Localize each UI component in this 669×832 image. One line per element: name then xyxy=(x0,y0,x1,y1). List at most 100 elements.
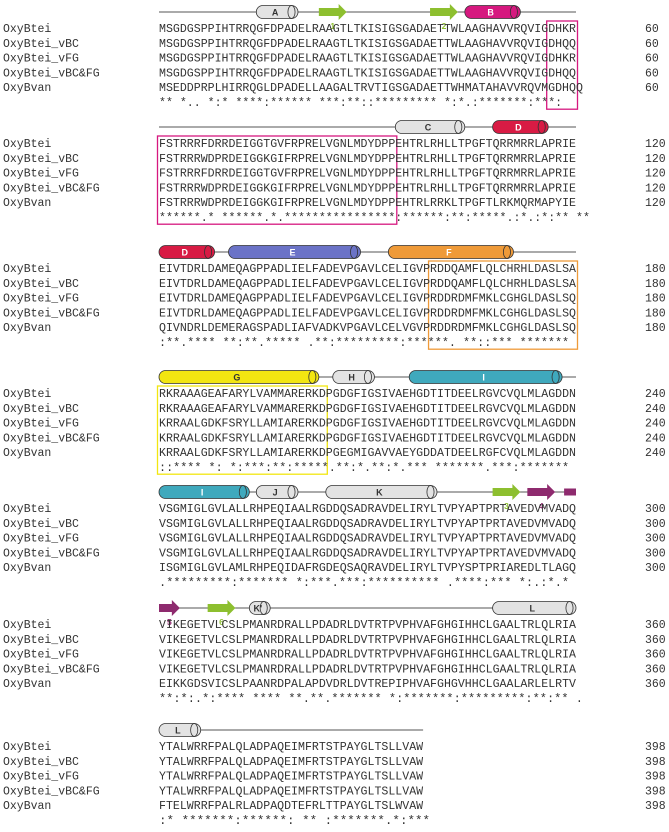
residue-position: 360 xyxy=(645,649,666,662)
residue-position: 398 xyxy=(645,741,666,754)
helix-A-cylinder xyxy=(255,5,299,19)
region-box-1 xyxy=(156,135,398,225)
sequence-name: OxyBtei xyxy=(3,138,51,151)
sequence-residues: YTALWRRFPALQLADPAQEIMFRTSTPAYGLTSLLVAW xyxy=(159,771,423,784)
sequence-name: OxyBtei xyxy=(3,619,51,632)
helix-label: H xyxy=(348,372,355,382)
helix-E-cap xyxy=(350,245,359,259)
sequence-name: OxyBtei_vFG xyxy=(3,649,79,662)
sequence-name: OxyBtei_vBC&FG xyxy=(3,663,100,676)
strand-5-arrow xyxy=(159,600,180,616)
sequence-name: OxyBtei_vBC xyxy=(3,153,79,166)
strand-1-arrow xyxy=(318,4,347,20)
sequence-residues: YTALWRRFPALQLADPAQEIMFRTSTPAYGLTSLLVAW xyxy=(159,741,423,754)
helix-label: I xyxy=(201,487,204,497)
helix-label: C xyxy=(425,122,432,132)
helix-label: J xyxy=(273,487,278,497)
helix-F-cylinder xyxy=(387,245,514,259)
sequence-residues: YTALWRRFPALQLADPAQEIMFRTSTPAYGLTSLLVAW xyxy=(159,756,423,769)
sequence-name: OxyBvan xyxy=(3,82,51,95)
strand-number: 3 xyxy=(504,501,509,511)
helix-E-cylinder xyxy=(228,245,361,259)
residue-position: 240 xyxy=(645,388,666,401)
helix-D-cap xyxy=(204,245,213,259)
strand-number: 6 xyxy=(219,617,224,627)
sequence-name: OxyBvan xyxy=(3,447,51,460)
sequence-name: OxyBvan xyxy=(3,678,51,691)
sequence-residues: EIVTDRLDAMEQAGPPADLIELFADEVPGAVLCELIGVPR… xyxy=(159,278,576,291)
sequence-residues: EIKKGDSVICSLPAANRDPALAPDVDRLDVTREPIPHVAF… xyxy=(159,678,576,691)
helix-label: L xyxy=(175,725,181,735)
residue-position: 240 xyxy=(645,418,666,431)
sequence-residues: VIKEGETVLCSLPMANRDRALLPDADRLDVTRTPVPHVAF… xyxy=(159,634,576,647)
sequence-name: OxyBtei_vBC xyxy=(3,403,79,416)
sequence-name: OxyBvan xyxy=(3,562,51,575)
sequence-residues: VSGMIGLGVLALLRHPEQIAALRGDDQSADRAVDELIRYL… xyxy=(159,547,576,560)
residue-position: 180 xyxy=(645,293,666,306)
sequence-name: OxyBtei_vBC xyxy=(3,756,79,769)
sequence-residues: MSGDGSPPIHTRRQGFDPADELRAAGTLTKISIGSGADAE… xyxy=(159,23,576,36)
sequence-residues: VIKEGETVLCSLPMANRDRALLPDADRLDVTRTPVPHVAF… xyxy=(159,649,576,662)
residue-position: 240 xyxy=(645,432,666,445)
helix-L-cap xyxy=(565,601,574,615)
strand-number: 1 xyxy=(330,21,335,31)
sequence-name: OxyBtei xyxy=(3,388,51,401)
sequence-name: OxyBtei_vBC&FG xyxy=(3,785,100,798)
sequence-name: OxyBtei_vBC&FG xyxy=(3,547,100,560)
helix-K'-cap xyxy=(259,601,268,615)
helix-label: D xyxy=(515,122,522,132)
residue-position: 398 xyxy=(645,771,666,784)
residue-position: 180 xyxy=(645,322,666,335)
consensus-line: :* *******:******: ** :*******.*:*** xyxy=(159,815,430,828)
helix-J-cap xyxy=(287,485,296,499)
sequence-residues: MSGDGSPPIHTRRQGFDPADELRAAGTLTKISIGSGADAE… xyxy=(159,67,576,80)
residue-position: 120 xyxy=(645,168,666,181)
strand-3-arrow xyxy=(492,484,521,500)
residue-position: 120 xyxy=(645,197,666,210)
helix-H-cap xyxy=(363,370,372,384)
residue-position: 240 xyxy=(645,447,666,460)
consensus-line: ******.* ******.*.****************:*****… xyxy=(159,212,590,225)
sequence-residues: RKRAAAGEAFARYLVAMMARERKDPGDGFIGSIVAEHGDT… xyxy=(159,403,576,416)
sequence-name: OxyBtei_vBC&FG xyxy=(3,182,100,195)
strand-2-arrow xyxy=(430,4,458,20)
sequence-name: OxyBtei_vFG xyxy=(3,293,79,306)
helix-C-cap xyxy=(454,120,463,134)
helix-B-cap xyxy=(509,5,518,19)
sequence-name: OxyBvan xyxy=(3,800,51,813)
residue-position: 60 xyxy=(645,67,659,80)
sequence-residues: VSGMIGLGVLALLRHPEQIAALRGDDQSADRAVDELIRYL… xyxy=(159,518,576,531)
consensus-line: ::**** *: *:***:**:*****.**:*.**:*.*** *… xyxy=(159,462,569,475)
helix-D-cylinder xyxy=(158,245,215,259)
helix-G-cap xyxy=(308,370,317,384)
helix-label: E xyxy=(290,247,296,257)
residue-position: 398 xyxy=(645,785,666,798)
sequence-residues: MSEDDPRPLHIRRQGLDPADELLAAGALTRVTIGSGADAE… xyxy=(159,82,583,95)
sequence-name: OxyBtei xyxy=(3,23,51,36)
sequence-residues: MSGDGSPPIHTRRQGFDPADELRAAGTLTKISIGSGADAE… xyxy=(159,53,576,66)
residue-position: 300 xyxy=(645,533,666,546)
helix-C-cylinder xyxy=(394,120,466,134)
sequence-name: OxyBtei xyxy=(3,263,51,276)
residue-position: 398 xyxy=(645,756,666,769)
helix-I-cylinder xyxy=(158,485,250,499)
strand-number: 5 xyxy=(167,617,172,627)
residue-position: 60 xyxy=(645,23,659,36)
sequence-residues: VSGMIGLGVLALLRHPEQIAALRGDDQSADRAVDELIRYL… xyxy=(159,503,576,516)
sequence-residues: VSGMIGLGVLALLRHPEQIAALRGDDQSADRAVDELIRYL… xyxy=(159,533,576,546)
residue-position: 180 xyxy=(645,278,666,291)
strand-6-arrow xyxy=(207,600,236,616)
residue-position: 60 xyxy=(645,38,659,51)
residue-position: 120 xyxy=(645,153,666,166)
sequence-residues: VIKEGETVLCSLPMANRDRALLPDADRLDVTRTPVPHVAF… xyxy=(159,663,576,676)
residue-position: 300 xyxy=(645,518,666,531)
helix-L-cylinder xyxy=(158,723,202,737)
sequence-residues: FSTRRRWDPRDEIGGKGIFRPRELVGNLMDYDPPEHTRLR… xyxy=(159,153,576,166)
sequence-residues: KRRAALGDKFSRYLLAMIARERKDPGDGFIGSIVAEHGDT… xyxy=(159,418,576,431)
helix-label: A xyxy=(272,7,279,17)
sequence-name: OxyBtei_vBC&FG xyxy=(3,67,100,80)
helix-label: I xyxy=(482,372,485,382)
helix-H-cylinder xyxy=(332,370,375,384)
residue-position: 360 xyxy=(645,663,666,676)
